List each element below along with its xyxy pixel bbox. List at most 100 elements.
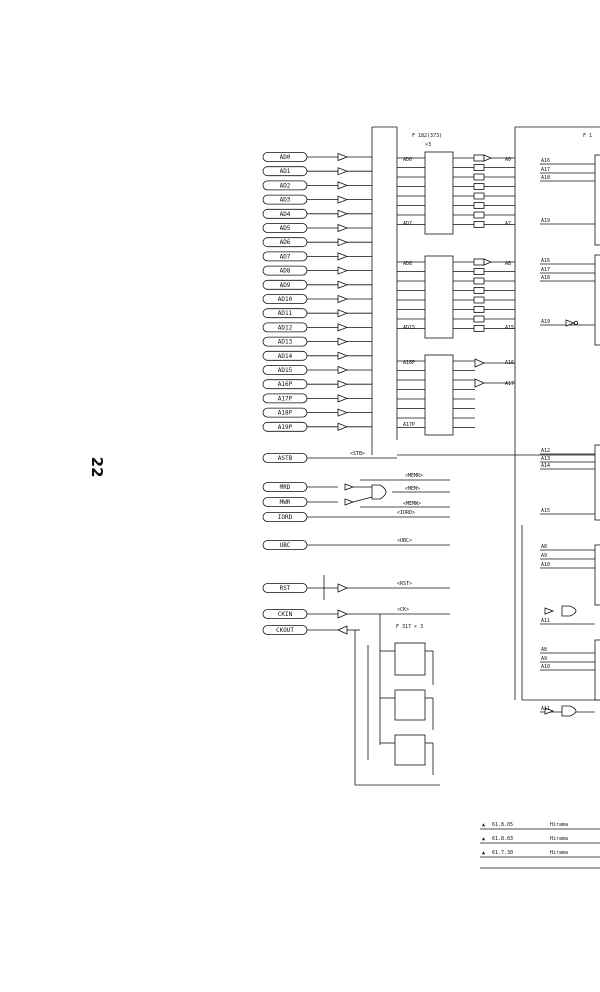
bus-signal: <CK> (397, 607, 409, 613)
input-label: AD3 (280, 197, 291, 204)
flipflop-ic (394, 642, 426, 676)
buffer-symbol (337, 583, 348, 593)
buffer-symbol (337, 223, 349, 233)
input-label: AD8 (280, 268, 291, 275)
input-label: AD13 (278, 339, 293, 346)
inverter-bubble (574, 320, 579, 325)
buffer-symbol (337, 280, 349, 289)
bus-signal: <MEMW> (403, 501, 421, 507)
buffer-symbol (337, 408, 349, 417)
output-driver (473, 154, 485, 162)
input-label: CKOUT (276, 627, 294, 634)
pin-label: A9 (541, 656, 547, 662)
pin-label: A11 (541, 618, 550, 624)
buffer-symbol (337, 323, 349, 332)
buffer-symbol (337, 365, 349, 375)
bus-signal: <RST> (397, 581, 412, 587)
input-label: AD6 (280, 239, 291, 246)
pin-label: A16P (403, 360, 415, 366)
input-label: CKIN (278, 611, 293, 618)
pin-label: A9 (541, 553, 547, 559)
input-label: UBC (280, 542, 291, 549)
right-ic (594, 639, 600, 701)
revision-mark: ▲ (482, 850, 485, 856)
output-driver (473, 296, 485, 304)
gates (337, 151, 600, 766)
pin-label: A19 (541, 218, 550, 224)
buffer-symbol (474, 358, 485, 368)
output-driver (473, 258, 485, 266)
revision-signature: Hirama (550, 850, 568, 856)
input-label: A18P (278, 410, 293, 417)
input-label: MWR (280, 499, 291, 506)
output-driver (473, 173, 485, 181)
output-driver (473, 268, 485, 275)
right-ic (594, 254, 600, 346)
buffer-symbol (337, 238, 349, 247)
input-label: IORD (278, 514, 293, 521)
buffer-symbol (337, 294, 349, 304)
latch-ic (424, 151, 454, 235)
input-label: AD4 (280, 211, 291, 218)
bus-signal: <MEM> (405, 486, 420, 492)
input-label: AD9 (280, 282, 291, 289)
pin-label: A14 (541, 463, 550, 469)
input-label: AD0 (280, 154, 291, 161)
buffer-symbol (337, 380, 349, 389)
latch-ic (424, 255, 454, 339)
wires (307, 126, 600, 869)
output-driver (473, 277, 485, 285)
output-driver (473, 192, 485, 200)
revision-signature: Hirama (550, 836, 568, 842)
pin-label: AD15 (403, 325, 415, 331)
revision-mark: ▲ (482, 822, 485, 828)
input-label: ASTB (278, 455, 293, 462)
pin-label: A13 (541, 456, 550, 462)
buffer-symbol (337, 266, 349, 275)
input-label: A16P (278, 381, 293, 388)
buffer-symbol (483, 154, 493, 162)
input-label: AD7 (280, 253, 291, 260)
pin-label: A17 (541, 167, 550, 173)
pin-label: A15 (505, 325, 514, 331)
pin-label: A16 (541, 258, 550, 264)
pin-label: A11 (541, 706, 550, 712)
buffer-symbol (337, 394, 349, 403)
input-label: AD12 (278, 324, 293, 331)
input-label: AD10 (278, 296, 293, 303)
input-label: AD1 (280, 168, 291, 175)
input-label: A17P (278, 395, 293, 402)
pin-label: A7 (505, 221, 511, 227)
right-ic (594, 154, 600, 246)
bus-signal: <IORD> (397, 510, 415, 516)
buffer-symbol (337, 252, 349, 261)
buffer-symbol (337, 351, 349, 360)
pin-label: A16 (505, 360, 514, 366)
latch-title: F 182(373) (412, 133, 442, 139)
input-label: MRD (280, 484, 291, 491)
buffer-symbol (337, 167, 349, 176)
buffer-symbol (544, 707, 555, 715)
buffer-symbol (337, 309, 349, 318)
output-driver (473, 211, 485, 219)
pin-label: AD8 (403, 261, 412, 267)
buffer-symbol (337, 209, 349, 218)
output-driver (473, 221, 485, 228)
labels: AD0AD1AD2AD3AD4AD5AD6AD7AD8AD9AD10AD11AD… (276, 133, 592, 856)
revision-signature: Hirama (550, 822, 568, 828)
pin-label: A17 (541, 267, 550, 273)
pin-label: AD7 (403, 221, 412, 227)
buffer-symbol (565, 319, 576, 327)
revision-mark: ▲ (482, 836, 485, 842)
revision-date: 61.8.03 (492, 836, 513, 842)
buffer-symbol (337, 337, 349, 346)
pin-label: A17 (505, 381, 514, 387)
input-label: AD14 (278, 353, 293, 360)
nand-gate (561, 605, 577, 617)
pin-label: A15 (541, 508, 550, 514)
pin-label: A10 (541, 562, 550, 568)
output-driver (473, 325, 485, 332)
output-driver (473, 164, 485, 171)
pin-label: AD0 (403, 157, 412, 163)
